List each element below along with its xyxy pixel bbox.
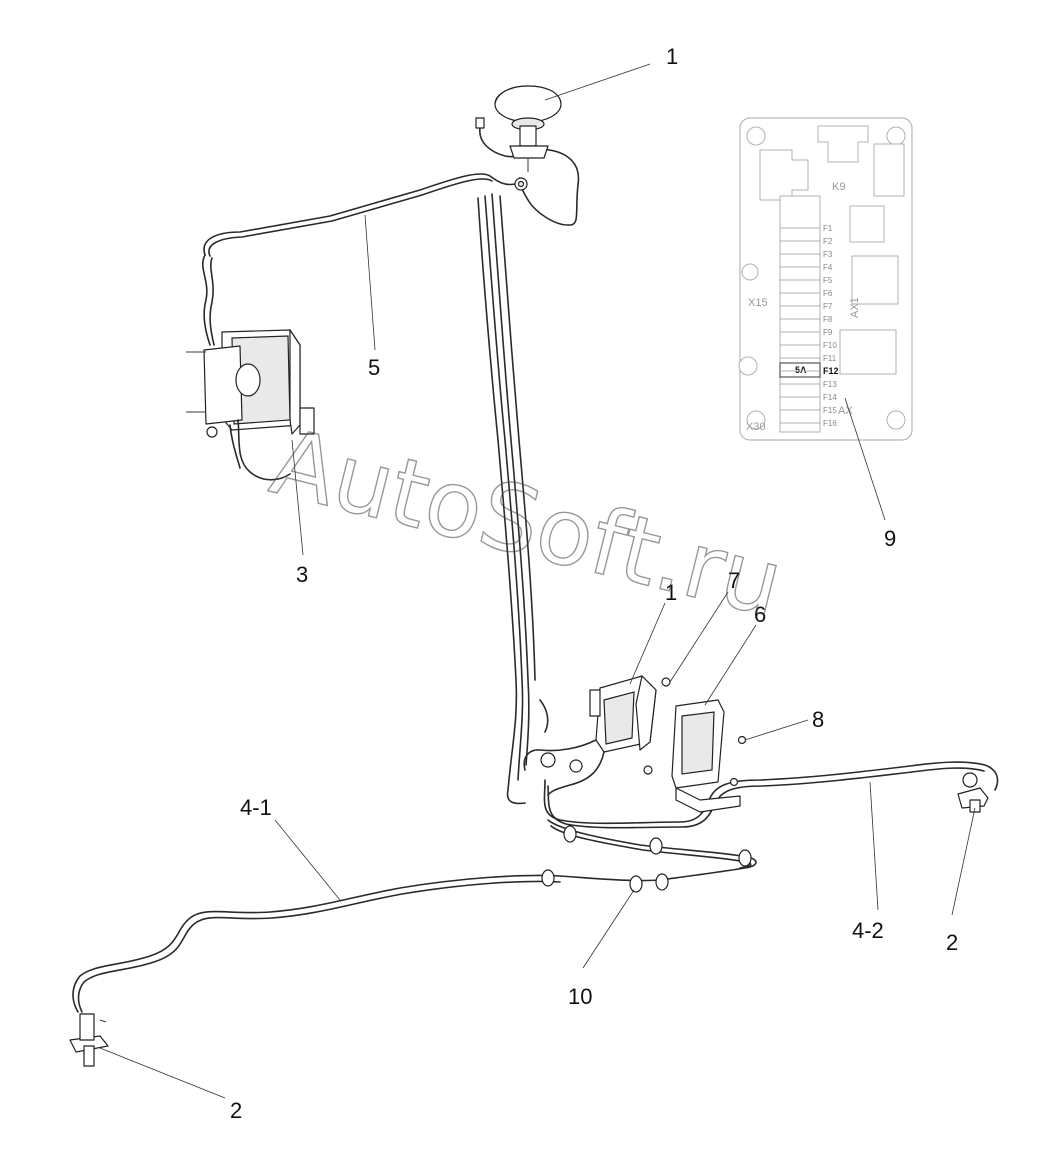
leader-lines [99,63,976,1099]
fuse-label-f12: F12 [823,366,839,376]
fuse-label-f3: F3 [823,250,833,259]
callout-6: 6 [754,602,766,627]
fuse-rating-label: 5A [795,365,807,375]
callout-4-2: 4-2 [852,918,884,943]
callout-2-right: 2 [946,930,958,955]
connector-ax-label: AX [838,405,853,417]
fuse-box-relay-label: K9 [832,181,845,193]
callout-4-1: 4-1 [240,795,272,820]
fuse-label-f5: F5 [823,276,833,285]
sensor-left [69,1013,109,1067]
fuse-label-f10: F10 [823,341,837,350]
callout-3: 3 [296,562,308,587]
callout-7: 7 [728,568,740,593]
fuse-label-f6: F6 [823,289,833,298]
display-terminal [186,329,315,481]
fuse-label-f11: F11 [823,354,837,363]
control-module [523,675,657,796]
callout-2-left: 2 [230,1098,242,1123]
callout-1-antenna: 1 [666,44,678,69]
fuse-label-f1: F1 [823,224,833,233]
callout-5: 5 [368,355,380,380]
fuse-label-f14: F14 [823,393,837,402]
callout-8: 8 [812,707,824,732]
antenna-receiver [475,85,562,191]
main-vertical-harness [477,193,536,805]
fuse-label-f15: F15 [823,406,837,415]
fuse-label-f13: F13 [823,380,837,389]
callout-9: 9 [884,526,896,551]
connector-x30-label: X30 [746,421,766,433]
sensor-right [957,772,989,813]
fuse-label-f16: F16 [823,419,837,428]
harness-4-1 [72,819,757,1013]
fuse-box: K9 X15 X30 AX1 AX 5A F1F2F3F4F5F6F7F8F9F… [738,117,913,441]
harness-clips [541,825,752,893]
connector-ax1-label: AX1 [849,297,861,318]
fuse-label-f8: F8 [823,315,833,324]
fuse-label-f2: F2 [823,237,833,246]
watermark: AutoSoft.ru [262,408,793,638]
fuse-label-f4: F4 [823,263,833,272]
callout-10: 10 [568,984,592,1009]
callout-1-module: 1 [665,580,677,605]
harness-5 [201,173,516,346]
fuse-label-f7: F7 [823,302,833,311]
connector-x15-label: X15 [748,297,768,309]
callouts: 1 1 7 6 8 5 3 9 4-1 4-2 2 10 2 [230,44,958,1123]
mounting-bracket [643,677,747,813]
harness-4-2 [543,761,999,829]
fuse-label-f9: F9 [823,328,833,337]
